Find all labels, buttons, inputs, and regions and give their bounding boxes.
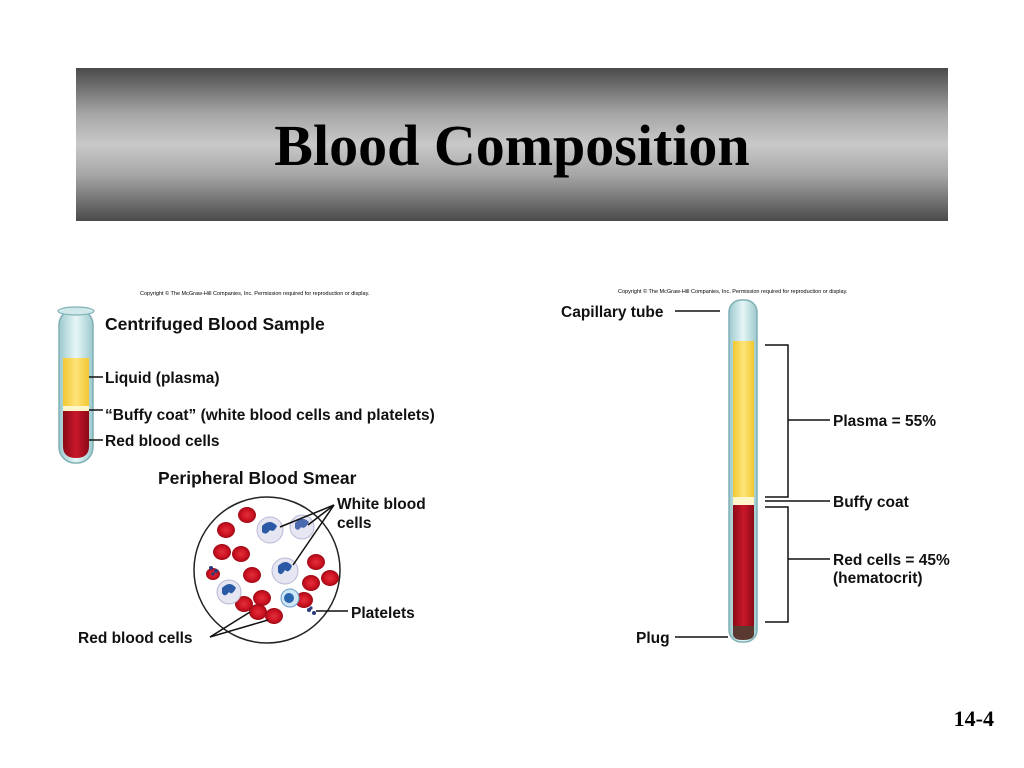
tube-heading: Centrifuged Blood Sample	[105, 314, 325, 334]
buffy-coat-label: “Buffy coat” (white blood cells and plat…	[105, 407, 435, 424]
capillary-red-label-line2: (hematocrit)	[833, 570, 923, 587]
platelets-label: Platelets	[351, 605, 415, 622]
red-cell-layer	[63, 411, 89, 458]
capillary-red-cells	[733, 505, 754, 627]
plasma-label: Liquid (plasma)	[105, 370, 220, 387]
capillary-red-label-line1: Red cells = 45%	[833, 552, 950, 569]
capillary-plug	[733, 626, 754, 640]
slide-title: Blood Composition	[274, 113, 750, 178]
smear-platelets	[209, 566, 316, 615]
slide-number: 14-4	[953, 706, 994, 731]
blood-smear-circle	[193, 496, 341, 644]
capillary-buffy-label: Buffy coat	[833, 494, 909, 511]
plasma-layer	[63, 358, 89, 408]
left-copyright: Copyright © The McGraw-Hill Companies, I…	[140, 290, 370, 297]
wbc-label-line2: cells	[337, 515, 371, 532]
capillary-plasma-label: Plasma = 55%	[833, 413, 936, 430]
title-bar: Blood Composition	[76, 68, 948, 221]
capillary-buffy	[733, 497, 754, 505]
capillary-plasma	[733, 341, 754, 498]
smear-rbc-label: Red blood cells	[78, 630, 193, 647]
centrifuged-tube	[57, 306, 95, 464]
capillary-tube	[728, 299, 758, 643]
smear-red-cells	[206, 507, 339, 624]
wbc-label-line1: White blood	[337, 496, 426, 513]
right-copyright: Copyright © The McGraw-Hill Companies, I…	[618, 288, 848, 295]
smear-heading: Peripheral Blood Smear	[158, 468, 357, 488]
plug-label: Plug	[636, 630, 670, 647]
capillary-tube-label: Capillary tube	[561, 304, 664, 321]
red-cells-label: Red blood cells	[105, 433, 220, 450]
smear-white-cells	[216, 514, 315, 608]
buffy-coat-layer	[63, 406, 89, 411]
